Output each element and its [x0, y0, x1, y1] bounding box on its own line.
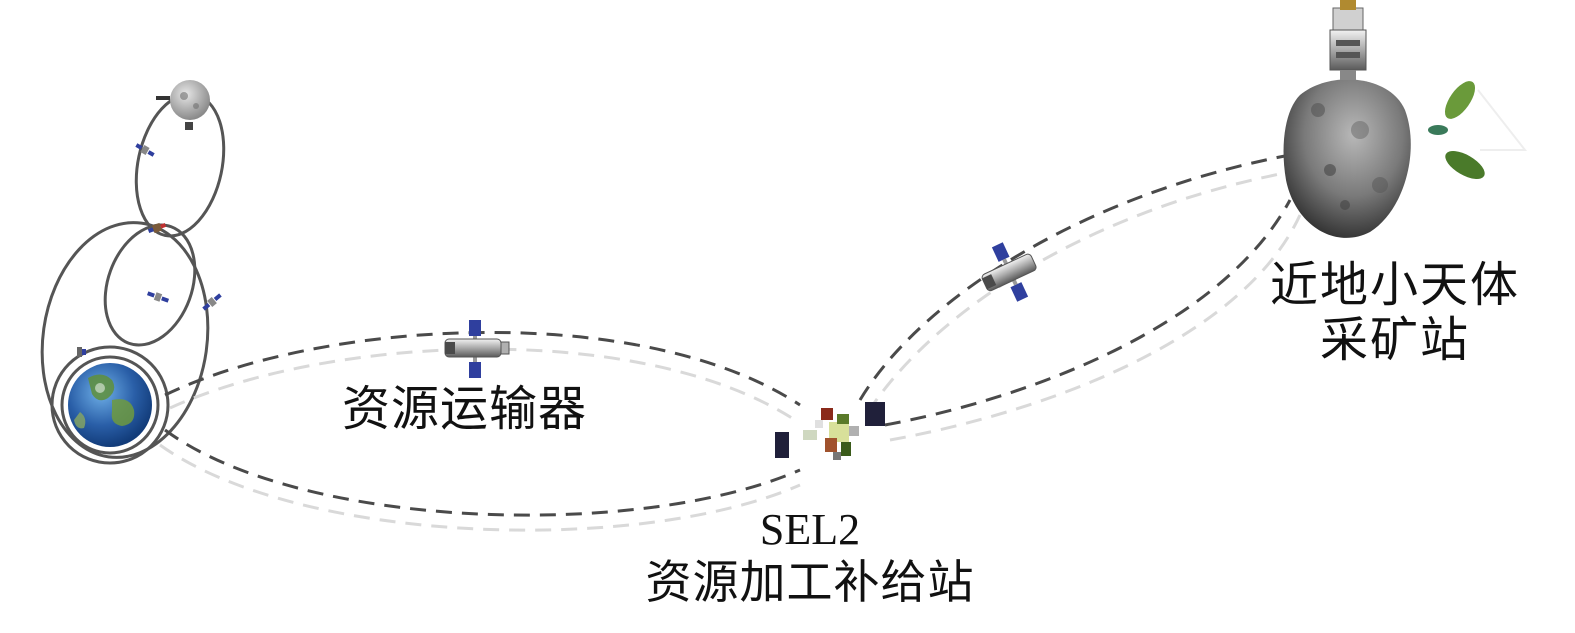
route-sel2-asteroid-upper	[858, 153, 1291, 401]
halo-orbit-small	[103, 223, 197, 347]
leo-orbit-inner	[60, 355, 160, 455]
sel2-station-label: SEL2 资源加工补给站	[620, 505, 1000, 608]
transporter-icon	[981, 242, 1037, 302]
sel2-asteroid-routes	[858, 153, 1302, 442]
satellite-icon	[147, 222, 167, 234]
route-sel2-asteroid-upper-light	[866, 170, 1291, 413]
satellite-icon	[77, 347, 86, 357]
satellite-icon	[135, 143, 155, 157]
earth-moon-orbits	[40, 92, 226, 465]
route-earth-sel2-lower-light	[159, 443, 801, 532]
moon-icon	[156, 80, 210, 130]
asteroid-icon	[1283, 79, 1411, 238]
mining-station-label: 近地小天体 采矿站	[1250, 257, 1540, 369]
satellite-icon	[1428, 81, 1528, 179]
mining-drill-icon	[1329, 0, 1367, 80]
satellite-icon	[202, 293, 222, 311]
space-station-icon	[775, 402, 885, 460]
mining-label-line2: 采矿站	[1319, 312, 1470, 369]
route-earth-sel2-lower	[164, 428, 801, 517]
route-sel2-asteroid-lower-light	[889, 214, 1302, 442]
transporter-label: 资源运输器	[342, 381, 588, 437]
transporter-icon	[444, 320, 510, 378]
sel2-name-label: 资源加工补给站	[645, 554, 975, 609]
earth-icon	[68, 363, 152, 447]
route-sel2-asteroid-lower	[884, 199, 1292, 427]
halo-orbit-large	[40, 221, 210, 459]
mining-label-line1: 近地小天体	[1269, 257, 1520, 313]
satellite-icon	[146, 291, 170, 303]
sel2-code-label: SEL2	[759, 505, 861, 554]
leo-orbit-outer	[50, 345, 170, 465]
